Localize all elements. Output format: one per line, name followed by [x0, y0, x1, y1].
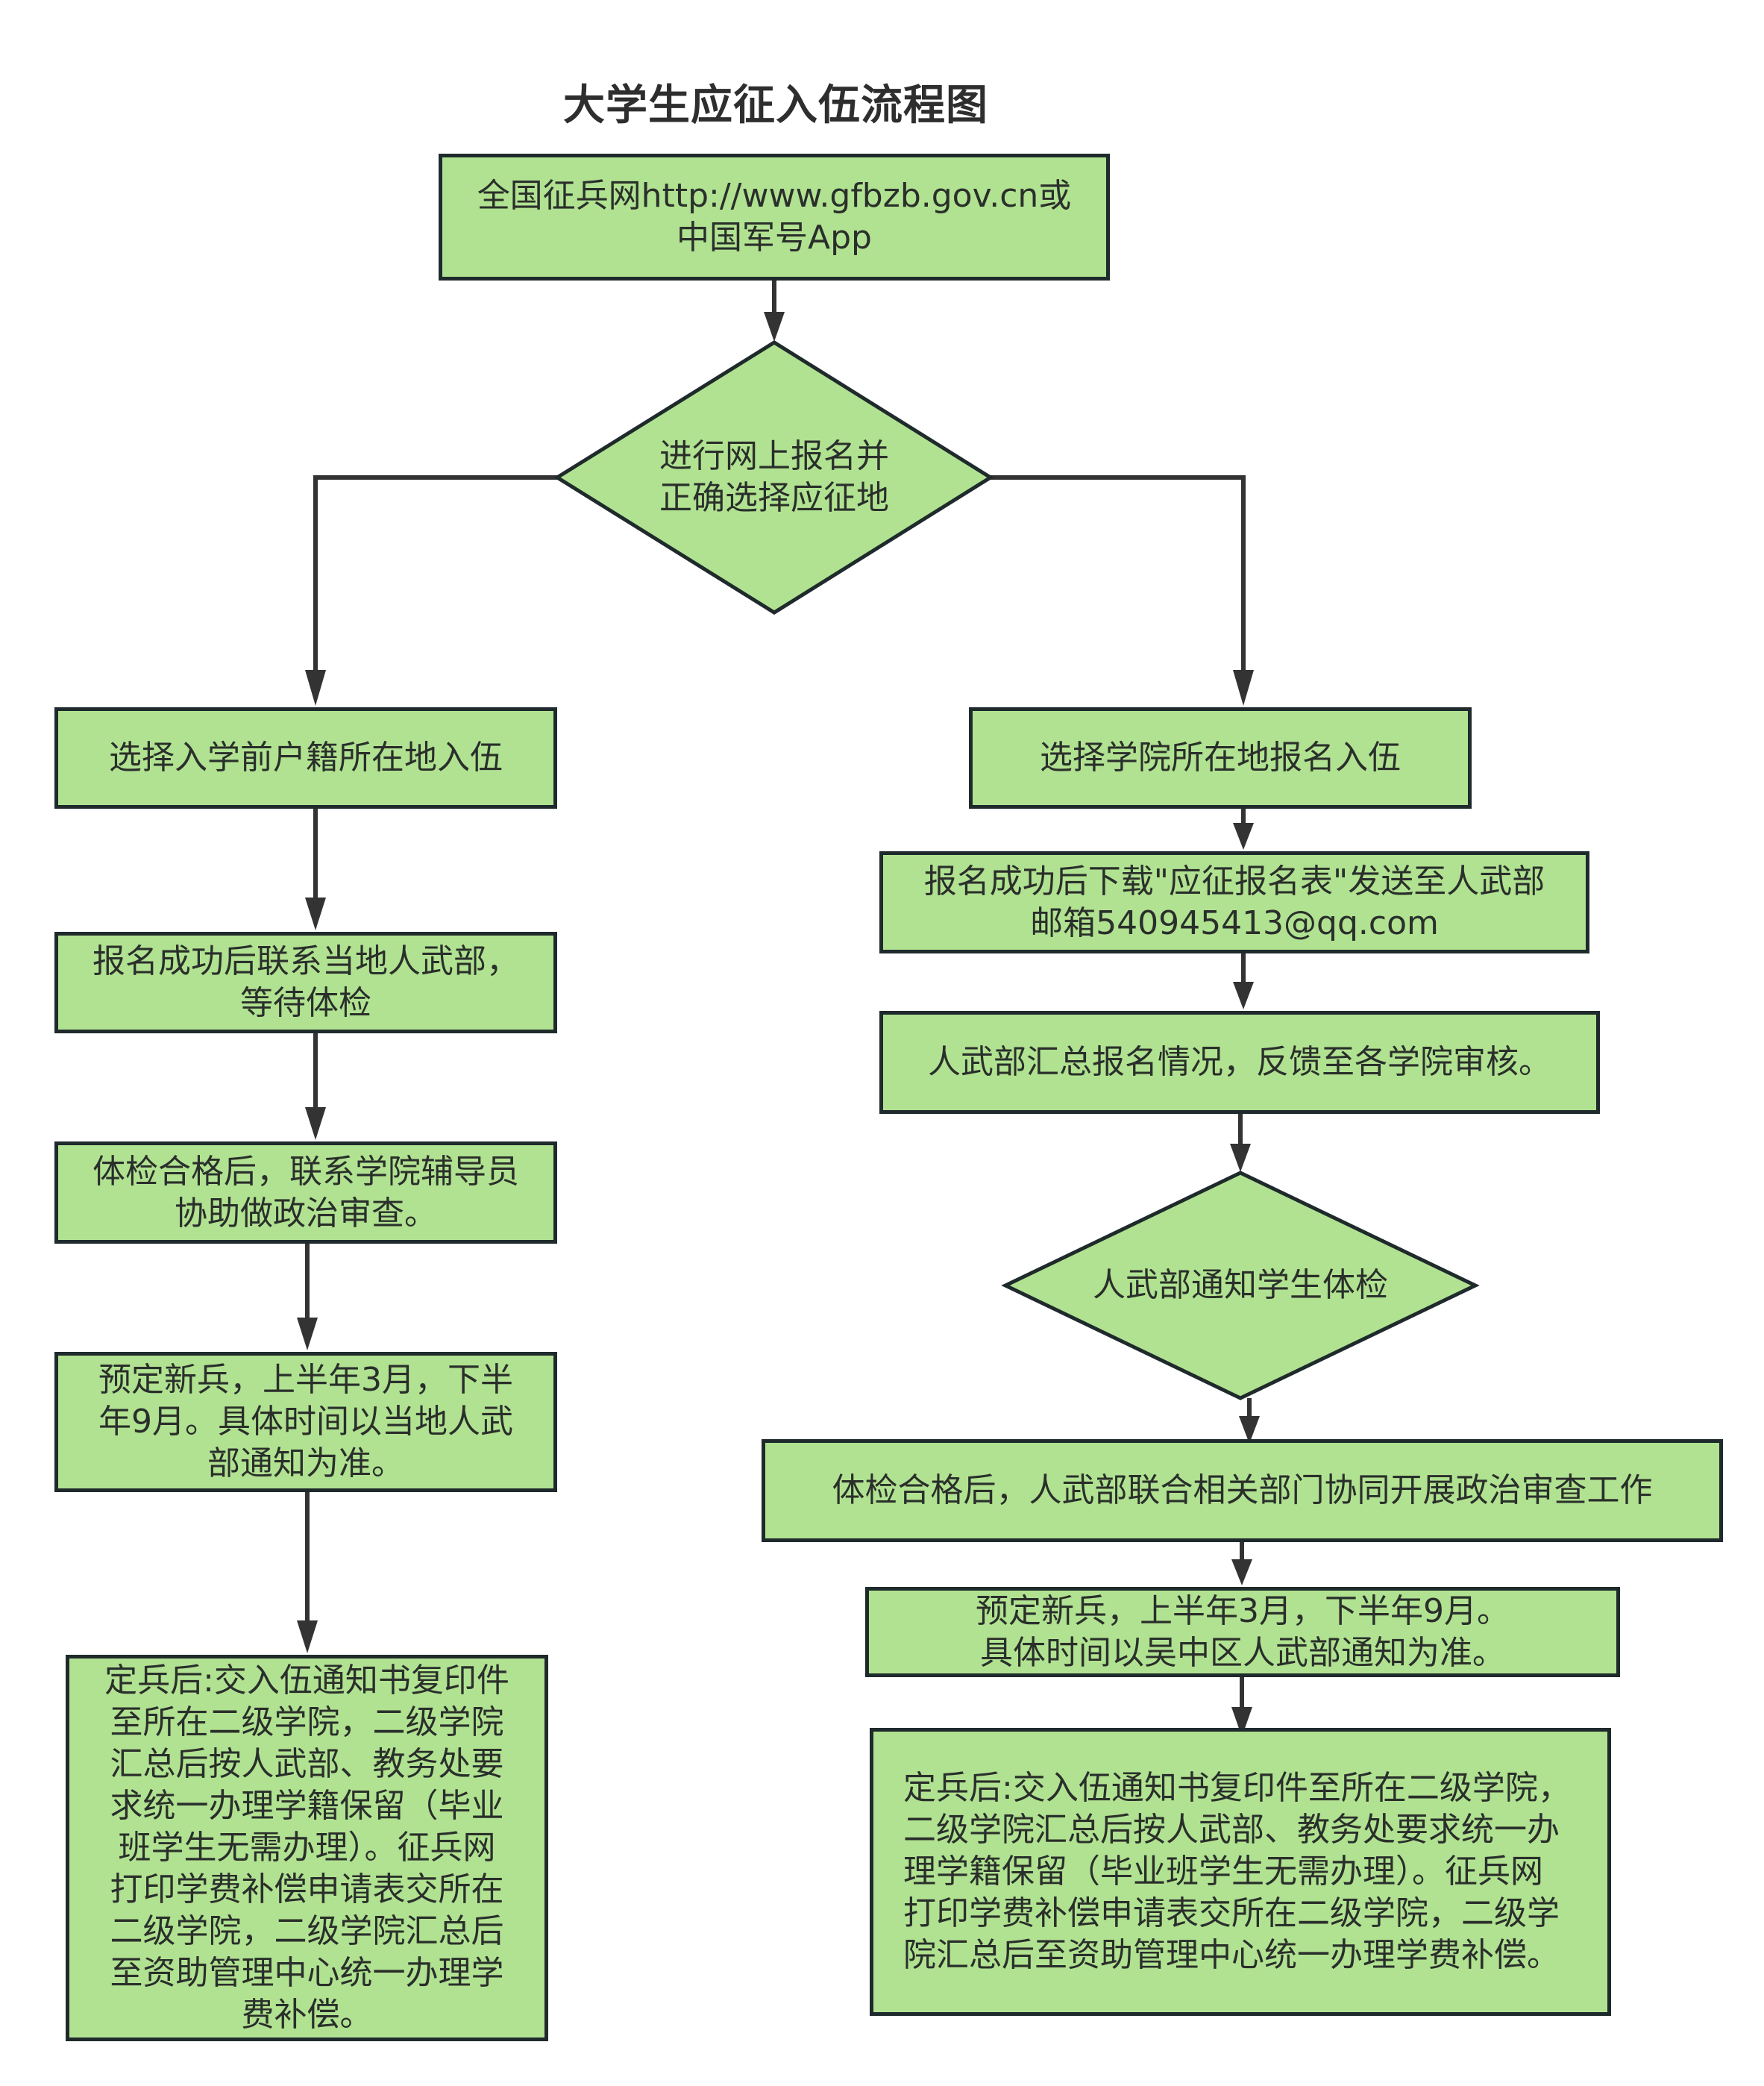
decision-node-label: 进行网上报名并 正确选择应征地 — [659, 437, 889, 517]
left-step-3-label: 体检合格后，联系学院辅导员 协助做政治审查。 — [92, 1152, 519, 1233]
decision-diamond-shape — [553, 340, 994, 615]
right-step-4-label: 人武部通知学生体检 — [1093, 1266, 1388, 1304]
right-step-4-decision[interactable]: 人武部通知学生体检 — [1059, 1256, 1422, 1315]
left-step-4[interactable]: 预定新兵，上半年3月，下半 年9月。具体时间以当地人武 部通知为准。 — [54, 1352, 557, 1492]
right-step-2[interactable]: 报名成功后下载"应征报名表"发送至人武部 邮箱540945413@qq.com — [879, 851, 1589, 953]
arrowhead-icon — [305, 670, 326, 706]
left-step-4-label: 预定新兵，上半年3月，下半 年9月。具体时间以当地人武 部通知为准。 — [98, 1361, 513, 1482]
left-step-1[interactable]: 选择入学前户籍所在地入伍 — [54, 707, 557, 809]
left-step-3[interactable]: 体检合格后，联系学院辅导员 协助做政治审查。 — [54, 1141, 557, 1244]
arrowhead-icon — [297, 1318, 318, 1350]
arrowhead-icon — [1233, 823, 1254, 850]
right-step-7-label: 定兵后:交入伍通知书复印件至所在二级学院， 二级学院汇总后按人武部、教务处要求统… — [903, 1769, 1571, 1974]
connector-decision-to-left — [313, 475, 557, 671]
left-step-2[interactable]: 报名成功后联系当地人武部， 等待体检 — [54, 932, 557, 1033]
right-step-3[interactable]: 人武部汇总报名情况，反馈至各学院审核。 — [879, 1011, 1600, 1114]
right-step-6-label: 预定新兵，上半年3月，下半年9月。 具体时间以吴中区人武部通知为准。 — [976, 1591, 1510, 1672]
right-step-5[interactable]: 体检合格后，人武部联合相关部门协同开展政治审查工作 — [762, 1439, 1723, 1542]
arrowhead-icon — [1239, 1416, 1260, 1444]
left-step-5[interactable]: 定兵后:交入伍通知书复印件 至所在二级学院，二级学院 汇总后按人武部、教务处要 … — [66, 1655, 548, 2041]
right-step-6[interactable]: 预定新兵，上半年3月，下半年9月。 具体时间以吴中区人武部通知为准。 — [865, 1587, 1620, 1677]
arrowhead-icon — [1231, 1559, 1252, 1585]
arrowhead-icon — [1230, 1144, 1251, 1172]
right-step-5-label: 体检合格后，人武部联合相关部门协同开展政治审查工作 — [832, 1471, 1653, 1509]
right-step-3-label: 人武部汇总报名情况，反馈至各学院审核。 — [928, 1043, 1551, 1081]
right-step-7[interactable]: 定兵后:交入伍通知书复印件至所在二级学院， 二级学院汇总后按人武部、教务处要求统… — [870, 1728, 1611, 2016]
page-title: 大学生应征入伍流程图 — [563, 81, 988, 130]
arrowhead-icon — [764, 312, 785, 342]
arrowhead-icon — [297, 1620, 318, 1653]
connector-decision-to-right — [991, 475, 1246, 671]
exam-diamond-shape — [1001, 1171, 1480, 1400]
arrowhead-icon — [1233, 982, 1254, 1009]
left-step-2-label: 报名成功后联系当地人武部， 等待体检 — [92, 942, 519, 1022]
arrowhead-icon — [305, 898, 326, 930]
arrowhead-icon — [305, 1107, 326, 1140]
left-step-5-label: 定兵后:交入伍通知书复印件 至所在二级学院，二级学院 汇总后按人武部、教务处要 … — [104, 1661, 509, 2034]
arrowhead-icon — [1233, 670, 1254, 706]
start-node-label: 全国征兵网http://www.gfbzb.gov.cn或 中国军号App — [477, 177, 1072, 257]
right-step-1[interactable]: 选择学院所在地报名入伍 — [969, 707, 1472, 809]
decision-node[interactable]: 进行网上报名并 正确选择应征地 — [597, 418, 952, 537]
arrowhead-icon — [1231, 1707, 1252, 1737]
left-step-1-label: 选择入学前户籍所在地入伍 — [109, 739, 503, 777]
start-node[interactable]: 全国征兵网http://www.gfbzb.gov.cn或 中国军号App — [439, 154, 1110, 281]
right-step-1-label: 选择学院所在地报名入伍 — [1040, 739, 1401, 777]
right-step-2-label: 报名成功后下载"应征报名表"发送至人武部 邮箱540945413@qq.com — [923, 862, 1545, 942]
